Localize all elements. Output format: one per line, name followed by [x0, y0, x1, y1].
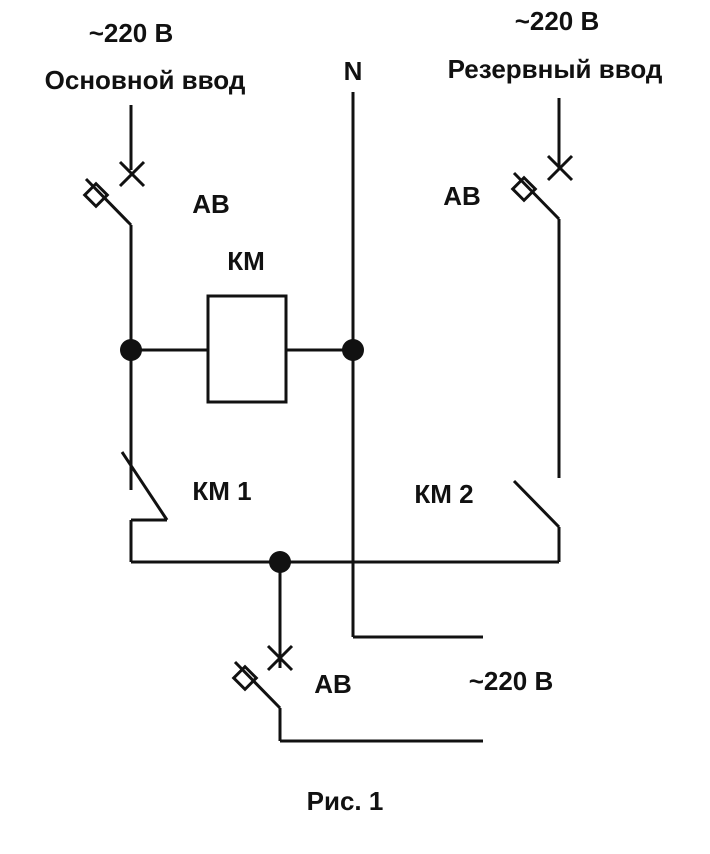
- main-breaker: [82, 160, 146, 227]
- km2-label: КМ 2: [414, 479, 473, 509]
- reserve-breaker: [510, 154, 574, 221]
- breaker-actuator: [510, 175, 538, 203]
- reserve-input-name-label: Резервный ввод: [448, 54, 663, 84]
- neutral-label: N: [344, 56, 363, 86]
- figure-caption: Рис. 1: [307, 786, 384, 816]
- breaker-cross: [266, 644, 294, 672]
- junction-dot: [120, 339, 142, 361]
- km2-contact: [512, 479, 561, 562]
- neutral-line: [351, 92, 483, 639]
- output-breaker: [231, 644, 294, 710]
- output-voltage-label: ~220 В: [469, 666, 554, 696]
- main-breaker-label: АВ: [192, 189, 230, 219]
- breaker-cross: [546, 154, 574, 182]
- junction-dot: [342, 339, 364, 361]
- km1-label: КМ 1: [192, 476, 251, 506]
- main-input-voltage-label: ~220 В: [89, 18, 174, 48]
- breaker-cross: [118, 160, 146, 188]
- contactor-coil-label: КМ: [227, 246, 265, 276]
- reserve-input-voltage-label: ~220 В: [515, 6, 600, 36]
- contactor-coil: [131, 294, 353, 404]
- main-input-name-label: Основной ввод: [45, 65, 246, 95]
- reserve-breaker-label: АВ: [443, 181, 481, 211]
- output-breaker-label: АВ: [314, 669, 352, 699]
- breaker-actuator: [82, 181, 110, 209]
- breaker-actuator: [231, 664, 259, 692]
- output-wire: [278, 708, 483, 743]
- km1-contact: [120, 451, 169, 562]
